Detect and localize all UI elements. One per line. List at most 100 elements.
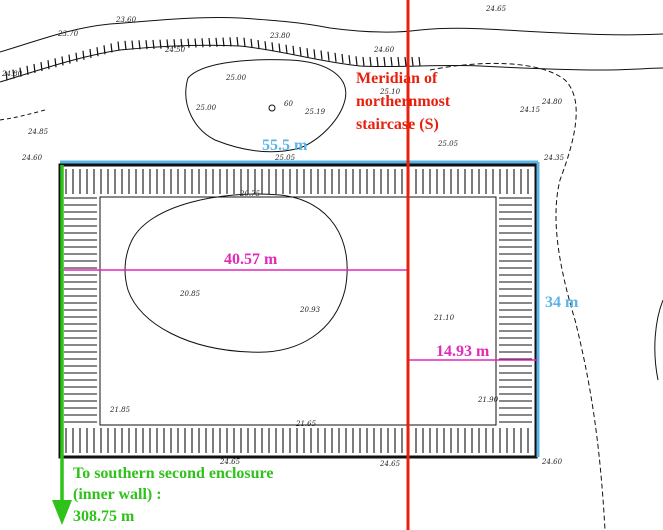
river-hatch-stroke: [26, 65, 29, 75]
west-distance-label: 40.57 m: [224, 251, 278, 268]
river-hatch-stroke: [187, 38, 190, 48]
river-hatch-stroke: [418, 56, 421, 67]
river-hatch-stroke: [208, 37, 211, 48]
river-hatch-stroke: [369, 56, 372, 67]
spot-height-marker: 60: [268, 100, 293, 112]
river-hatch-stroke: [5, 71, 8, 81]
river-hatch-stroke: [390, 56, 393, 67]
enclosure-inner-edge: [99, 196, 497, 426]
river-hatch-stroke: [327, 51, 330, 61]
southern-label-line-1: To southern second enclosure: [73, 465, 273, 482]
river-bank-south: [0, 44, 663, 83]
river-hatch-stroke: [257, 39, 260, 50]
river-hatch-stroke: [215, 37, 218, 47]
river-hatch-stroke: [75, 52, 78, 62]
river-hatch-stroke: [278, 43, 281, 53]
river-hatch-stroke: [264, 41, 267, 51]
spot-height-label: 23.60: [115, 16, 137, 24]
spot-height-label: 24.50: [164, 46, 186, 54]
spot-height-label: 24.65: [379, 460, 401, 468]
river-hatch-stroke: [313, 49, 316, 59]
river-hatch-stroke: [96, 47, 99, 57]
river-hatch-stroke: [166, 39, 169, 49]
river-hatching: [5, 37, 421, 81]
spot-height-label: 25.05: [274, 154, 296, 162]
river-hatch-stroke: [103, 45, 106, 55]
river-hatch-stroke: [54, 58, 57, 68]
spot-height-label: 21.65: [295, 420, 317, 428]
river-hatch-stroke: [194, 38, 197, 48]
river-hatch-stroke: [117, 41, 120, 51]
river-hatch-stroke: [383, 56, 386, 67]
spot-height-label: 24.85: [27, 128, 49, 136]
river-hatch-stroke: [348, 55, 351, 65]
enclosure-outer-wall: [58, 163, 538, 459]
spot-height-label: 24.65: [219, 458, 241, 466]
width-length-measures: [60, 160, 540, 457]
river-hatch-stroke: [201, 38, 204, 48]
river-hatch-stroke: [376, 56, 379, 67]
river-hatch-stroke: [47, 60, 50, 70]
arrow-down-icon: [52, 500, 72, 525]
terrain-contours: [0, 16, 663, 530]
east-distance-label: 14.93 m: [436, 343, 490, 360]
southern-direction-arrow: [52, 165, 72, 525]
spot-height-label: 24.60: [21, 154, 43, 162]
river-hatch-stroke: [222, 37, 225, 47]
meridian-label-line-3: staircase (S): [356, 116, 439, 133]
river-hatch-stroke: [68, 54, 71, 64]
river-hatch-stroke: [404, 56, 407, 67]
river-hatch-stroke: [299, 46, 302, 57]
spot-height-label: 21.90: [477, 396, 499, 404]
meridian-distance-measures: [60, 269, 538, 361]
river-hatch-stroke: [131, 40, 134, 50]
river-hatch-stroke: [124, 40, 127, 50]
river-hatch-stroke: [145, 40, 148, 50]
river-hatch-stroke: [173, 39, 176, 49]
mound-contour: [185, 59, 347, 153]
river-hatch-stroke: [82, 50, 85, 60]
spot-height-label: 25.10: [379, 88, 401, 96]
east-contour: [429, 62, 606, 530]
river-hatch-stroke: [33, 63, 36, 73]
spot-height-label: 20.85: [179, 290, 201, 298]
spot-height-label: 24.60: [373, 46, 395, 54]
spot-height-label: 24.80: [1, 70, 23, 78]
river-hatch-stroke: [355, 56, 358, 66]
river-hatch-stroke: [159, 39, 162, 49]
spot-height-label: 24.35: [543, 154, 565, 162]
west-edge-contour: [0, 109, 46, 121]
spot-height-label: 25.00: [225, 74, 247, 82]
southern-label-line-3: 308.75 m: [73, 508, 135, 525]
meridian-label-line-1: Meridian of: [356, 70, 438, 87]
spot-height-label: 21.10: [433, 314, 455, 322]
spot-height-label: 21.85: [109, 406, 131, 414]
river-hatch-stroke: [334, 52, 337, 62]
river-hatch-stroke: [40, 62, 43, 72]
river-hatch-stroke: [89, 48, 92, 59]
length-label: 55.5 m: [262, 137, 308, 154]
river-hatch-stroke: [12, 69, 15, 79]
river-hatch-stroke: [138, 40, 141, 50]
southern-label-line-2: (inner wall) :: [73, 486, 162, 503]
river-hatch-stroke: [180, 38, 183, 49]
river-hatch-stroke: [19, 67, 22, 77]
spot-height-label: 25.19: [304, 108, 326, 116]
spot-height-label: 20.75: [239, 190, 261, 198]
river-hatch-stroke: [236, 37, 239, 47]
spot-height-label: 24.15: [519, 106, 541, 114]
spot-height-label: 24.80: [541, 98, 563, 106]
river-hatch-stroke: [320, 50, 323, 60]
survey-point-icon: [268, 104, 276, 112]
river-hatch-stroke: [362, 56, 365, 67]
river-hatch-stroke: [341, 53, 344, 64]
spot-height-label: 20.93: [299, 306, 321, 314]
river-hatch-stroke: [243, 37, 246, 47]
river-hatch-stroke: [250, 38, 253, 48]
spot-height-marker-label: 60: [284, 100, 293, 108]
meridian-label-line-2: northernmost: [356, 93, 451, 110]
river-hatch-stroke: [411, 56, 414, 67]
spot-height-label: 23.80: [269, 32, 291, 40]
